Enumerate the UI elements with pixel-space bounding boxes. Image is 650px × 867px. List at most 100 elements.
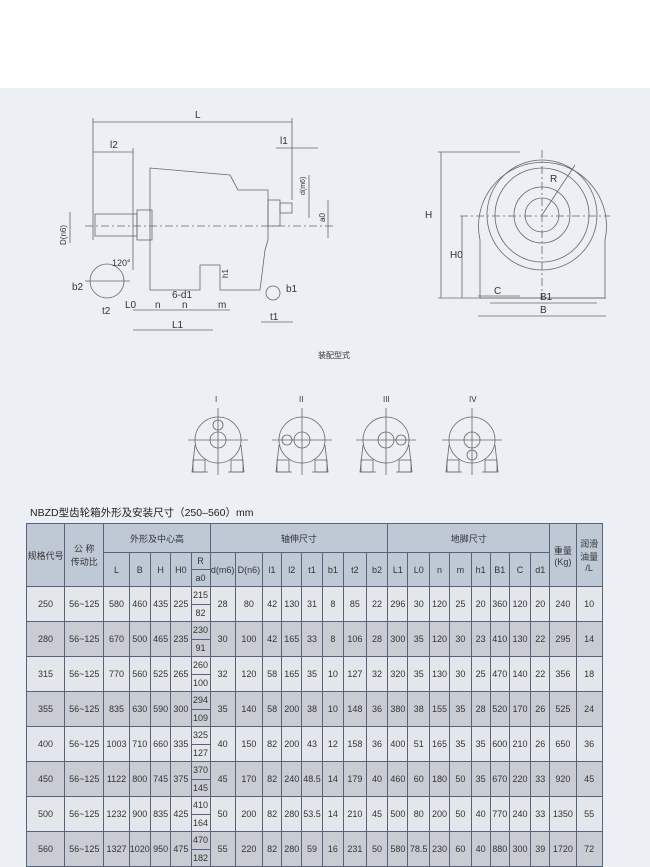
table-cell: 560 xyxy=(25,831,66,867)
header-ratio: 公 称 传动比 xyxy=(64,523,105,587)
table-cell: 35 xyxy=(470,726,491,762)
table-cell: 180 xyxy=(428,761,451,797)
header-h: H xyxy=(149,552,172,587)
table-cell: 10 xyxy=(321,691,345,727)
table-cell: 240 xyxy=(508,796,532,832)
table-cell: 56~125 xyxy=(64,621,105,657)
dim-B: B xyxy=(540,305,547,316)
table-cell: 170 xyxy=(508,691,532,727)
header-n: n xyxy=(428,552,451,587)
table-cell: 435 xyxy=(149,586,172,622)
table-cell: 14 xyxy=(321,796,345,832)
table-cell: 26 xyxy=(530,726,551,762)
table-cell: 231 xyxy=(343,831,367,867)
table-cell: 58 xyxy=(262,691,283,727)
table-cell: 8 xyxy=(321,621,345,657)
table-cell: 560 xyxy=(128,656,151,692)
header-l2: l2 xyxy=(281,552,303,587)
table-cell: 40 xyxy=(470,796,491,832)
table-cell: 40 xyxy=(209,726,236,762)
table-cell: 42 xyxy=(262,586,283,622)
table-cell: 55 xyxy=(209,831,236,867)
table-cell: 450 xyxy=(25,761,66,797)
table-cell: 200 xyxy=(281,691,303,727)
dim-D: D(n6) xyxy=(59,225,68,245)
table-cell: 230 xyxy=(428,831,451,867)
table-cell: 36 xyxy=(575,726,603,762)
table-cell: 315 xyxy=(25,656,66,692)
assembly-type-label: I xyxy=(215,395,217,404)
table-cell: 525 xyxy=(549,691,577,727)
table-cell: 16 xyxy=(321,831,345,867)
table-cell: 1020 xyxy=(128,831,151,867)
table-cell: 745 xyxy=(149,761,172,797)
assembly-type-2: II xyxy=(272,395,332,475)
table-cell: 265 xyxy=(170,656,192,692)
header-outline: 外形及中心高 xyxy=(103,523,211,553)
table-cell: 23 xyxy=(470,621,491,657)
table-cell: 50 xyxy=(449,796,472,832)
table-cell: 295 xyxy=(549,621,577,657)
header-l: L xyxy=(103,552,130,587)
table-cell: 220 xyxy=(508,761,532,797)
assembly-caption: 装配型式 xyxy=(318,350,350,360)
table-cell: 130 xyxy=(281,586,303,622)
table-cell: 300 xyxy=(508,831,532,867)
header-weight: 重量 (Kg) xyxy=(549,523,577,587)
header-a0: a0 xyxy=(195,573,206,583)
table-cell: 40 xyxy=(365,761,389,797)
table-cell: 500 xyxy=(387,796,409,832)
table-cell: 30 xyxy=(209,621,236,657)
table-cell: 33 xyxy=(530,796,551,832)
table-cell: 380 xyxy=(387,691,409,727)
table-cell: 150 xyxy=(234,726,264,762)
header-t2: t2 xyxy=(343,552,367,587)
dim-L1: L1 xyxy=(172,320,184,331)
table-cell: 220 xyxy=(234,831,264,867)
table-cell: 82 xyxy=(262,831,283,867)
table-cell: 148 xyxy=(343,691,367,727)
dim-R: R xyxy=(550,174,557,185)
table-cell: 600 xyxy=(489,726,510,762)
table-cell: 140 xyxy=(234,691,264,727)
table-cell: 32 xyxy=(365,656,389,692)
table-cell: 400 xyxy=(25,726,66,762)
table-cell: 120 xyxy=(428,586,451,622)
table-cell: 360 xyxy=(489,586,510,622)
table-cell: 10 xyxy=(321,656,345,692)
table-cell: 56~125 xyxy=(64,691,105,727)
table-cell: 1720 xyxy=(549,831,577,867)
table-cell: 300 xyxy=(170,691,192,727)
table-cell: 465 xyxy=(149,621,172,657)
cell-a0: 82 xyxy=(195,607,206,618)
table-cell: 60 xyxy=(407,761,430,797)
table-cell: 28 xyxy=(209,586,236,622)
dim-h1: h1 xyxy=(221,269,230,278)
table-cell: 42 xyxy=(262,621,283,657)
table-cell: 660 xyxy=(149,726,172,762)
table-cell: 320 xyxy=(387,656,409,692)
cell-R: 370 xyxy=(192,763,210,780)
table-cell: 10 xyxy=(575,586,603,622)
table-cell: 580 xyxy=(387,831,409,867)
table-cell: 210 xyxy=(343,796,367,832)
table-cell: 48.5 xyxy=(301,761,323,797)
assembly-type-4: IV xyxy=(442,395,502,475)
header-t1: t1 xyxy=(301,552,323,587)
table-cell: 14 xyxy=(321,761,345,797)
table-cell: 235 xyxy=(170,621,192,657)
header-dm6: d(m6) xyxy=(209,552,236,587)
cell-a0: 100 xyxy=(193,677,209,688)
table-cell: 50 xyxy=(209,796,236,832)
header-b1: B1 xyxy=(489,552,510,587)
table-cell: 710 xyxy=(128,726,151,762)
table-cell: 500 xyxy=(25,796,66,832)
dim-m: m xyxy=(218,300,226,311)
